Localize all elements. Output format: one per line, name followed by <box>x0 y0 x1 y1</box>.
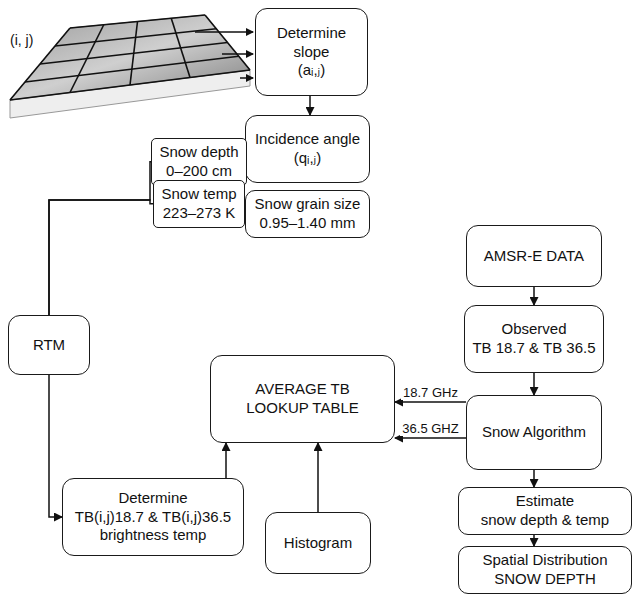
node-text: RTM <box>33 336 65 355</box>
node-text: (aᵢ,ⱼ) <box>298 61 325 80</box>
node-text: Determine <box>277 24 346 43</box>
grid-index-label: (i, j) <box>8 32 35 48</box>
model-box: RTM <box>8 315 90 375</box>
node-text: Snow depth <box>159 143 238 162</box>
process-box: Estimatesnow depth & temp <box>458 487 632 535</box>
node-text: Observed <box>501 320 566 339</box>
edge-label: 18.7 GHz <box>401 385 460 400</box>
node-text: snow depth & temp <box>481 511 609 530</box>
process-box: Incidence angle(qᵢ,ⱼ) <box>245 115 370 183</box>
parameter-box: Snow temp223–273 K <box>153 180 245 228</box>
node-text: Snow temp <box>161 185 236 204</box>
flow-arrow <box>395 401 466 403</box>
node-text: AMSR-E DATA <box>484 247 584 266</box>
node-text: TB 18.7 & TB 36.5 <box>472 339 595 358</box>
node-text: slope <box>294 43 330 62</box>
data-box: AMSR-E DATA <box>466 225 602 287</box>
flow-arrow <box>395 437 466 439</box>
input-arrow <box>222 53 253 55</box>
node-text: (qᵢ,ⱼ) <box>294 149 321 168</box>
node-text: SNOW DEPTH <box>494 570 596 589</box>
node-text: LOOKUP TABLE <box>246 399 359 418</box>
process-box: ObservedTB 18.7 & TB 36.5 <box>464 305 604 373</box>
output-box: Spatial DistributionSNOW DEPTH <box>458 546 632 594</box>
flow-arrow <box>317 443 319 512</box>
node-text: Histogram <box>284 534 352 553</box>
flow-arrow <box>533 373 535 395</box>
process-box: Determineslope(aᵢ,ⱼ) <box>255 8 368 96</box>
flow-arrow <box>309 96 311 115</box>
node-text: Determine <box>118 489 187 508</box>
node-text: 0–200 cm <box>166 162 232 181</box>
flow-arrow <box>533 287 535 305</box>
node-text: Snow Algorithm <box>482 423 586 442</box>
process-box: Histogram <box>265 512 371 574</box>
terrain-surface <box>10 15 250 100</box>
input-arrow <box>240 77 253 79</box>
flow-arrow <box>533 535 535 546</box>
flow-arrow <box>49 162 151 315</box>
node-text: Snow grain size <box>255 195 361 214</box>
edge-label: 36.5 GHZ <box>400 421 460 436</box>
node-text: Incidence angle <box>255 130 360 149</box>
node-text: TB(i,j)18.7 & TB(i,j)36.5 <box>75 508 231 527</box>
process-box: DetermineTB(i,j)18.7 & TB(i,j)36.5bright… <box>62 478 244 556</box>
grid-line <box>205 15 250 70</box>
node-text: Estimate <box>516 492 574 511</box>
parameter-box: Snow grain size0.95–1.40 mm <box>245 190 370 238</box>
lookup-table-box: AVERAGE TBLOOKUP TABLE <box>210 355 395 443</box>
node-text: AVERAGE TB <box>255 380 349 399</box>
node-text: brightness temp <box>100 526 207 545</box>
grid-line <box>25 56 239 82</box>
grid-line <box>10 70 250 100</box>
flow-arrow <box>533 470 535 487</box>
input-arrow <box>195 31 253 33</box>
process-box: Snow Algorithm <box>466 395 602 470</box>
flow-arrow <box>49 375 62 517</box>
node-text: 223–273 K <box>163 204 236 223</box>
flow-arrow <box>49 200 153 315</box>
parameter-box: Snow depth0–200 cm <box>151 138 247 186</box>
node-text: Spatial Distribution <box>482 551 607 570</box>
flow-arrow <box>225 443 227 478</box>
terrain-grid <box>10 15 250 100</box>
node-text: 0.95–1.40 mm <box>260 214 356 233</box>
grid-line <box>171 18 190 77</box>
